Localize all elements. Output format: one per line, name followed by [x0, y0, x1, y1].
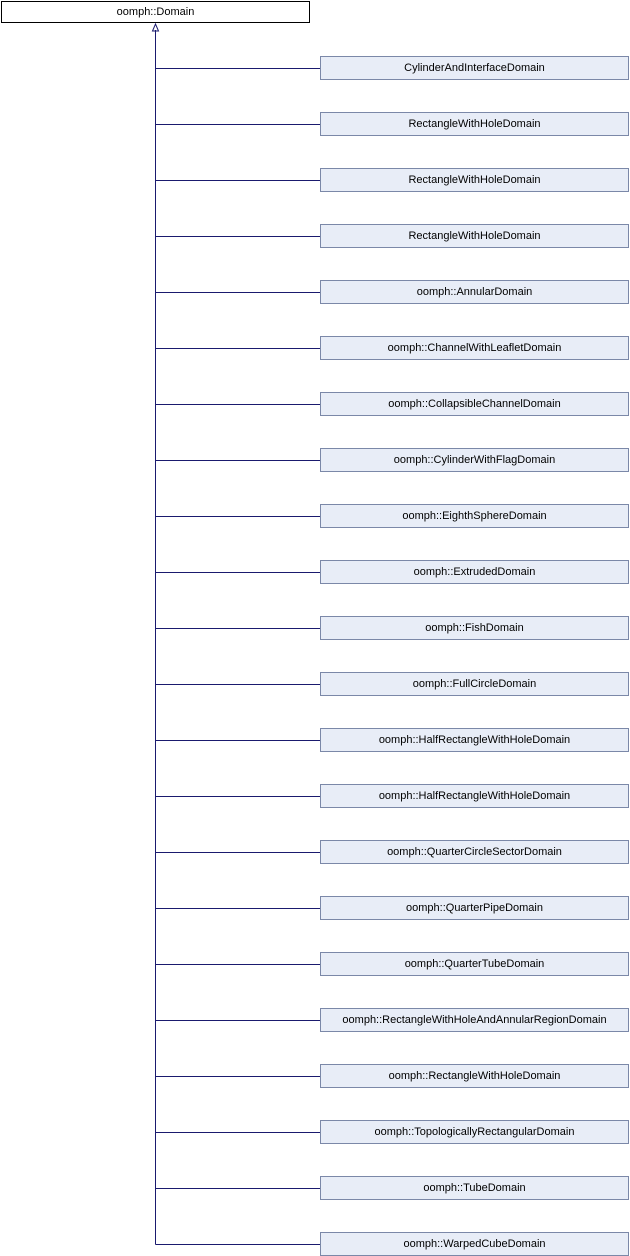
derived-class-node[interactable]: oomph::HalfRectangleWithHoleDomain — [320, 784, 629, 808]
derived-class-node[interactable]: oomph::TubeDomain — [320, 1176, 629, 1200]
derived-class-node[interactable]: RectangleWithHoleDomain — [320, 168, 629, 192]
derived-class-node[interactable]: oomph::RectangleWithHoleAndAnnularRegion… — [320, 1008, 629, 1032]
base-class-node[interactable]: oomph::Domain — [1, 1, 310, 23]
derived-class-node[interactable]: oomph::AnnularDomain — [320, 280, 629, 304]
derived-class-node[interactable]: oomph::QuarterCircleSectorDomain — [320, 840, 629, 864]
derived-class-node[interactable]: oomph::HalfRectangleWithHoleDomain — [320, 728, 629, 752]
derived-class-node[interactable]: oomph::WarpedCubeDomain — [320, 1232, 629, 1256]
derived-class-node[interactable]: oomph::RectangleWithHoleDomain — [320, 1064, 629, 1088]
derived-class-node[interactable]: oomph::QuarterPipeDomain — [320, 896, 629, 920]
derived-class-node[interactable]: RectangleWithHoleDomain — [320, 224, 629, 248]
derived-class-node[interactable]: oomph::ChannelWithLeafletDomain — [320, 336, 629, 360]
inheritance-arrowhead — [151, 22, 160, 32]
derived-class-node[interactable]: oomph::TopologicallyRectangularDomain — [320, 1120, 629, 1144]
derived-class-node[interactable]: CylinderAndInterfaceDomain — [320, 56, 629, 80]
derived-class-node[interactable]: oomph::ExtrudedDomain — [320, 560, 629, 584]
derived-class-node[interactable]: oomph::FullCircleDomain — [320, 672, 629, 696]
derived-class-node[interactable]: oomph::CollapsibleChannelDomain — [320, 392, 629, 416]
derived-class-node[interactable]: oomph::CylinderWithFlagDomain — [320, 448, 629, 472]
derived-class-node[interactable]: oomph::QuarterTubeDomain — [320, 952, 629, 976]
derived-class-node[interactable]: oomph::FishDomain — [320, 616, 629, 640]
derived-class-node[interactable]: RectangleWithHoleDomain — [320, 112, 629, 136]
derived-class-node[interactable]: oomph::EighthSphereDomain — [320, 504, 629, 528]
